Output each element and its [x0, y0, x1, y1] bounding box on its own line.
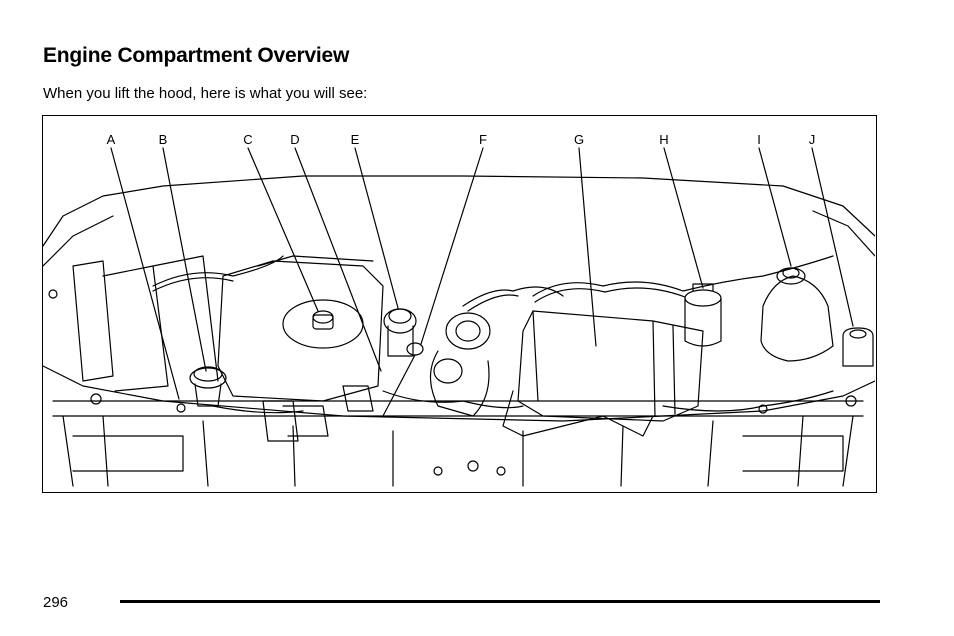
footer-rule — [120, 600, 880, 603]
callout-b: B — [158, 132, 168, 147]
callout-e: E — [350, 132, 360, 147]
engine-line-drawing — [43, 147, 875, 487]
callout-g: G — [573, 132, 585, 147]
callout-d: D — [290, 132, 300, 147]
callout-i: I — [757, 132, 761, 147]
callout-j: J — [808, 132, 816, 147]
intro-text: When you lift the hood, here is what you… — [43, 85, 368, 102]
engine-compartment-illustration: A B C D E F G H I J — [42, 115, 877, 493]
callout-f: F — [479, 132, 487, 147]
callout-a: A — [106, 132, 116, 147]
page-title: Engine Compartment Overview — [43, 44, 350, 67]
callout-h: H — [659, 132, 669, 147]
callout-c: C — [243, 132, 253, 147]
page-number: 296 — [43, 594, 69, 611]
